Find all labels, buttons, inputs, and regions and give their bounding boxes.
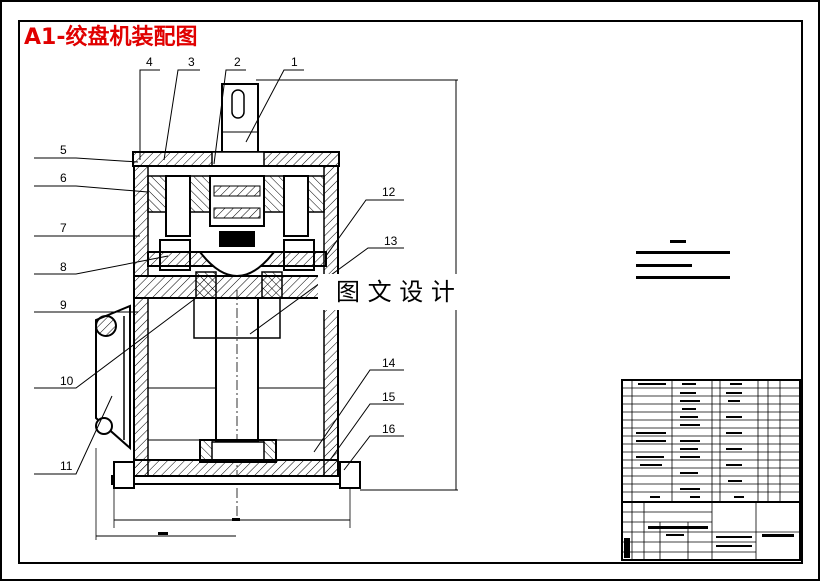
part-number: 6 xyxy=(60,171,67,185)
keyway xyxy=(231,89,245,119)
part-number: 13 xyxy=(384,234,398,248)
part-number: 3 xyxy=(188,55,195,69)
part-number: 7 xyxy=(60,221,67,235)
part-number-labels: 1 2 3 4 5 6 7 8 9 10 11 12 13 14 15 16 xyxy=(60,55,398,473)
part-number: 5 xyxy=(60,143,67,157)
part-number: 12 xyxy=(382,185,396,199)
base-bolt-left xyxy=(113,461,135,489)
watermark-text: 图 文 设 计 xyxy=(336,278,455,306)
watermark-backdrop xyxy=(318,274,494,310)
drawing-title: A1-绞盘机装配图 xyxy=(24,24,197,50)
inner-frame xyxy=(18,20,803,564)
part-number: 2 xyxy=(234,55,241,69)
leader-lines xyxy=(34,69,404,475)
part-number: 15 xyxy=(382,390,396,404)
technical-notes xyxy=(636,240,730,279)
middle-plate xyxy=(133,275,339,299)
title-block xyxy=(621,501,801,561)
base-bolt-right xyxy=(339,461,361,489)
part-number: 9 xyxy=(60,298,67,312)
part-number: 4 xyxy=(146,55,153,69)
part-number: 8 xyxy=(60,260,67,274)
bolt-left xyxy=(165,175,191,237)
part-number: 10 xyxy=(60,374,74,388)
part-number: 14 xyxy=(382,356,396,370)
part-number: 16 xyxy=(382,422,396,436)
bolt-right xyxy=(283,175,309,237)
part-number: 1 xyxy=(291,55,298,69)
part-number: 11 xyxy=(60,459,73,473)
